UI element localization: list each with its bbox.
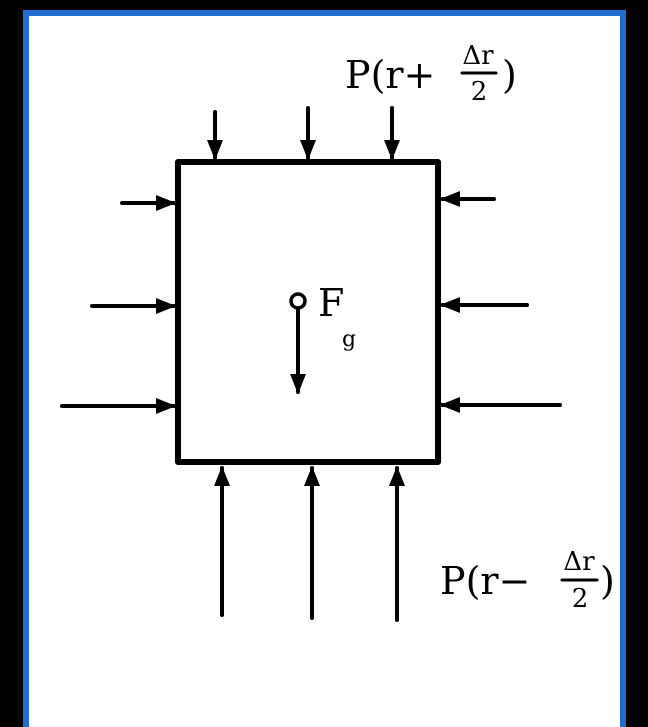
center-of-mass-dot	[289, 292, 307, 310]
bottom-pressure-label: P(r− Δr 2 )	[440, 547, 615, 614]
top-label-numerator: Δr	[462, 41, 494, 71]
force-symbol: F	[318, 281, 344, 325]
top-label-denominator: 2	[471, 77, 488, 107]
diagram-panel	[23, 10, 626, 727]
top-label-prefix: P(r+	[345, 53, 435, 97]
top-pressure-label: P(r+ Δr 2 )	[345, 41, 517, 107]
bottom-label-suffix: )	[600, 559, 615, 603]
bottom-label-numerator: Δr	[563, 547, 595, 577]
top-label-suffix: )	[502, 53, 517, 97]
force-subscript: g	[342, 327, 356, 352]
bottom-label-denominator: 2	[572, 584, 589, 614]
fluid-element-box	[175, 159, 441, 465]
bottom-label-prefix: P(r−	[440, 559, 530, 603]
